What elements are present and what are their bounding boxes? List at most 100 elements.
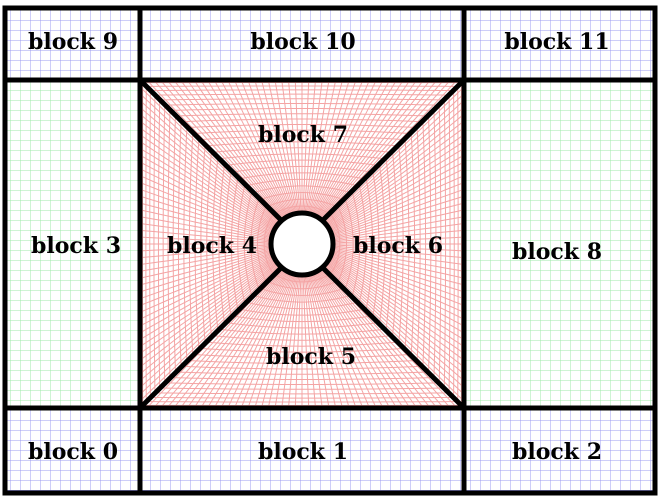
mesh-line-left-ring-11 [188, 133, 194, 355]
mesh-line-right-ring-10 [416, 127, 421, 361]
mesh-line-left-ring-5 [157, 99, 161, 389]
block-borders [2, 5, 658, 496]
mesh-line-right-ring-16 [379, 165, 386, 323]
mesh-line-left-radial-35 [139, 168, 274, 234]
mesh-line-top-ring-11 [192, 129, 412, 135]
mesh-line-right-radial-13 [330, 168, 465, 234]
mesh-line-right-ring-5 [443, 99, 447, 389]
mesh-line-bottom-ring-7 [170, 377, 434, 380]
mesh-line-top-ring-14 [211, 147, 393, 153]
mesh-line-top-ring-12 [198, 135, 406, 141]
center-hole [268, 210, 336, 278]
mesh-line-left-ring-4 [153, 95, 156, 393]
mesh-line-left-ring-19 [237, 185, 246, 303]
mesh-line-top-ring-7 [170, 108, 434, 111]
diagonal-bottom-left [138, 266, 283, 410]
mesh-line-right-ring-15 [385, 158, 392, 330]
mesh-line-left-ring-18 [230, 179, 239, 309]
mesh-line-left-ring-6 [162, 105, 166, 383]
mesh-line-left-ring-7 [167, 110, 171, 378]
mesh-line-right-radial-35 [330, 254, 465, 320]
diagonal-top-right [321, 78, 466, 222]
mesh-line-bottom-ring-12 [198, 347, 406, 353]
mesh-line-bottom-ring-20 [251, 294, 353, 303]
grid-regions [5, 8, 655, 493]
mesh-line-right-ring-11 [410, 133, 416, 355]
mesh-line-bottom-ring-6 [164, 382, 440, 385]
mesh-line-left-ring-12 [194, 139, 200, 349]
mesh-line-top-ring-16 [224, 159, 380, 167]
block-0-label: block 0 [28, 439, 118, 465]
mesh-line-right-ring-4 [448, 95, 451, 393]
mesh-line-top-ring-9 [181, 118, 423, 123]
mesh-line-left-ring-16 [218, 165, 225, 323]
mesh-line-top-ring-20 [251, 185, 353, 194]
mesh-line-right-ring-22 [337, 207, 348, 281]
mesh-line-top-ring-13 [205, 141, 399, 147]
mesh-line-bottom-ring-21 [258, 287, 346, 296]
mesh-line-left-ring-17 [224, 172, 232, 316]
mesh-line-right-ring-6 [438, 105, 442, 383]
block-5-label: block 5 [266, 344, 356, 370]
mesh-line-top-ring-4 [154, 93, 450, 96]
mesh-line-left-ring-14 [206, 152, 212, 336]
mesh-line-top-ring-21 [258, 192, 346, 201]
block-0-region [5, 408, 140, 493]
mesh-line-bottom-ring-3 [150, 396, 454, 399]
block-3-region [5, 80, 140, 408]
block-8-region [464, 80, 655, 408]
block-9-label: block 9 [28, 29, 118, 55]
diagonal-top-left [138, 78, 283, 222]
mesh-line-left-ring-3 [149, 90, 151, 398]
mesh-line-left-ring-10 [183, 127, 188, 361]
mesh-line-left-ring-13 [200, 145, 206, 343]
block-3-label: block 3 [31, 233, 121, 259]
mesh-line-left-ring-23 [263, 214, 274, 274]
block-1-label: block 1 [258, 439, 348, 465]
mesh-line-right-ring-8 [428, 115, 432, 373]
mesh-line-bottom-ring-23 [272, 272, 332, 283]
mesh-line-top-ring-5 [159, 98, 445, 101]
mesh-line-bottom-ring-17 [230, 315, 374, 323]
mesh-line-bottom-ring-9 [181, 365, 423, 370]
mesh-line-top-ring-18 [237, 172, 367, 180]
mesh-line-bottom-ring-22 [265, 280, 339, 290]
mesh-line-bottom-ring-5 [159, 387, 445, 390]
mesh-line-top-ring-23 [272, 205, 332, 216]
mesh-line-right-ring-13 [398, 145, 404, 343]
mesh-line-right-ring-17 [372, 172, 380, 316]
block-2-label: block 2 [512, 439, 602, 465]
mesh-line-top-ring-10 [186, 124, 418, 129]
mesh-line-left-ring-8 [172, 115, 176, 373]
mesh-line-left-ring-21 [250, 200, 260, 288]
mesh-line-right-ring-9 [422, 121, 427, 367]
block-8-label: block 8 [512, 239, 602, 265]
mesh-line-bottom-ring-15 [217, 328, 387, 335]
mesh-line-right-ring-20 [351, 192, 361, 296]
block-labels: block 9 block 10 block 11 block 3 block … [28, 29, 610, 465]
mesh-line-left-ring-9 [177, 121, 182, 367]
mesh-line-top-ring-6 [164, 103, 440, 106]
mesh-line-right-ring-12 [404, 139, 410, 349]
block-11-region [464, 8, 655, 80]
block-2-region [464, 408, 655, 493]
mesh-line-right-ring-7 [433, 110, 437, 378]
mesh-line-left-ring-15 [212, 158, 219, 330]
mesh-line-right-ring-23 [330, 214, 341, 274]
mesh-line-top-ring-3 [150, 89, 454, 92]
mesh-line-bottom-radial-35 [227, 272, 292, 409]
mesh-line-bottom-ring-14 [211, 335, 393, 341]
mesh-line-top-ring-19 [244, 178, 360, 187]
block-7-label: block 7 [258, 122, 348, 148]
block-1-region [140, 408, 464, 493]
mesh-line-right-ring-14 [392, 152, 398, 336]
block-10-region [140, 8, 464, 80]
mesh-line-right-ring-19 [358, 185, 367, 303]
mesh-line-left-radial-13 [139, 254, 274, 320]
block-6-label: block 6 [353, 233, 443, 259]
mesh-line-right-ring-21 [344, 200, 354, 288]
mesh-line-bottom-ring-10 [186, 359, 418, 364]
mesh-line-top-ring-17 [230, 165, 374, 173]
block-4-label: block 4 [167, 233, 257, 259]
